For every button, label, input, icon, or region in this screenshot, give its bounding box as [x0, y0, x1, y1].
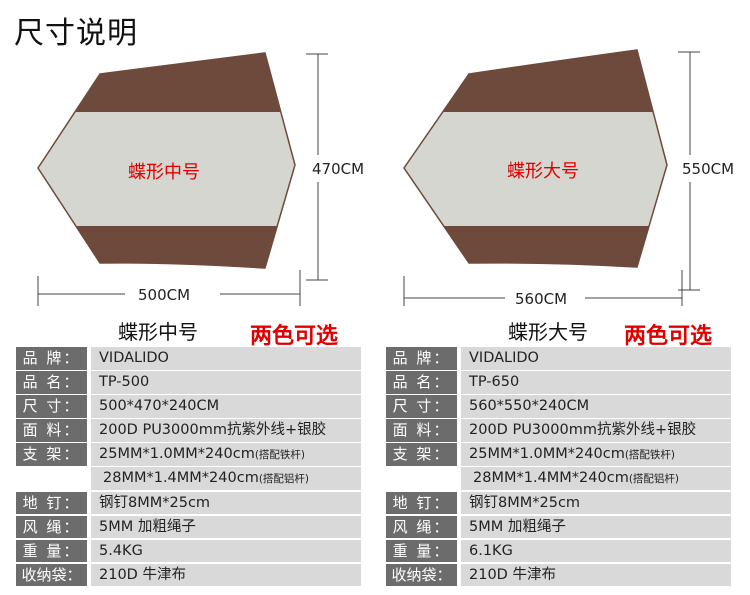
spec-label: 风 绳：	[386, 515, 457, 539]
spec-row-model: 品 名：TP-500	[16, 371, 361, 394]
spec-label: 地 钉：	[386, 491, 457, 515]
spec-label: 尺 寸：	[16, 395, 87, 418]
spec-row-rope: 风 绳：5MM 加粗绳子	[386, 515, 731, 539]
spec-row-fabric: 面 料：200D PU3000mm抗紫外线+银胶	[386, 419, 731, 442]
tarp-large-caption: 蝶形大号	[508, 320, 588, 344]
tarp-medium-inner-label: 蝶形中号	[128, 162, 200, 183]
spec-value: TP-500	[91, 371, 361, 394]
spec-value: 5MM 加粗绳子	[91, 515, 361, 539]
spec-value: VIDALIDO	[91, 347, 361, 370]
spec-row-pole-2: 28MM*1.4MM*240cm(搭配铝杆)	[386, 467, 731, 490]
spec-label: 品 牌：	[16, 347, 87, 370]
spec-value: 钢钉8MM*25cm	[461, 491, 731, 515]
spec-note: (搭配铁杆)	[624, 449, 676, 462]
spec-label: 支 架：	[16, 443, 87, 466]
spec-row-bag: 收纳袋：210D 牛津布	[16, 563, 361, 587]
spec-label: 尺 寸：	[386, 395, 457, 418]
tarp-large-width: 560CM	[515, 290, 568, 308]
spec-value: 210D 牛津布	[91, 563, 361, 587]
spec-row-rope: 风 绳：5MM 加粗绳子	[16, 515, 361, 539]
page-title: 尺寸说明	[14, 16, 138, 51]
spec-row-pole-2: 28MM*1.4MM*240cm(搭配铝杆)	[16, 467, 361, 490]
spec-label: 重 量：	[16, 539, 87, 563]
tarp-medium-colors-note: 两色可选	[250, 324, 339, 349]
spec-row-bag: 收纳袋：210D 牛津布	[386, 563, 731, 587]
spec-row-brand: 品 牌：VIDALIDO	[16, 347, 361, 370]
spec-label: 支 架：	[386, 443, 457, 466]
tarp-medium-dimensions	[37, 53, 328, 306]
spec-row-peg: 地 钉：钢钉8MM*25cm	[386, 491, 731, 515]
spec-value: 5.4KG	[91, 539, 361, 563]
spec-value: 200D PU3000mm抗紫外线+银胶	[91, 419, 361, 442]
spec-value: 560*550*240CM	[461, 395, 731, 418]
spec-label: 面 料：	[386, 419, 457, 442]
spec-label: 风 绳：	[16, 515, 87, 539]
spec-value: 5MM 加粗绳子	[461, 515, 731, 539]
spec-value: 钢钉8MM*25cm	[91, 491, 361, 515]
spec-value: TP-650	[461, 371, 731, 394]
spec-note: (搭配铝杆)	[628, 473, 680, 486]
tarp-medium-height: 470CM	[312, 160, 365, 178]
tarp-large-colors-note: 两色可选	[624, 324, 713, 349]
spec-row-fabric: 面 料：200D PU3000mm抗紫外线+银胶	[16, 419, 361, 442]
spec-row-size: 尺 寸：500*470*240CM	[16, 395, 361, 418]
spec-value: 28MM*1.4MM*240cm	[103, 470, 259, 487]
spec-table-medium: 品 牌：VIDALIDO 品 名：TP-500 尺 寸：500*470*240C…	[16, 347, 361, 588]
spec-label: 地 钉：	[16, 491, 87, 515]
spec-value: 210D 牛津布	[461, 563, 731, 587]
spec-row-pole: 支 架： 25MM*1.0MM*240cm(搭配铁杆)	[16, 443, 361, 466]
spec-value: 28MM*1.4MM*240cm	[473, 470, 629, 487]
spec-row-brand: 品 牌：VIDALIDO	[386, 347, 731, 370]
spec-value: 25MM*1.0MM*240cm	[99, 446, 255, 463]
spec-label: 品 名：	[386, 371, 457, 394]
spec-note: (搭配铁杆)	[254, 449, 306, 462]
spec-label: 品 牌：	[386, 347, 457, 370]
spec-value: 25MM*1.0MM*240cm	[469, 446, 625, 463]
spec-label: 收纳袋：	[386, 563, 457, 587]
tarp-large-height: 550CM	[682, 160, 735, 178]
spec-row-peg: 地 钉：钢钉8MM*25cm	[16, 491, 361, 515]
tarp-large-inner-label: 蝶形大号	[507, 161, 579, 182]
spec-value: VIDALIDO	[461, 347, 731, 370]
tarp-medium-caption: 蝶形中号	[118, 320, 198, 344]
spec-table-large: 品 牌：VIDALIDO 品 名：TP-650 尺 寸：560*550*240C…	[386, 347, 731, 588]
spec-label: 收纳袋：	[16, 563, 87, 587]
spec-row-weight: 重 量：6.1KG	[386, 539, 731, 563]
spec-label: 品 名：	[16, 371, 87, 394]
spec-value: 6.1KG	[461, 539, 731, 563]
tarp-medium-width: 500CM	[138, 286, 191, 304]
spec-label: 重 量：	[386, 539, 457, 563]
spec-value: 200D PU3000mm抗紫外线+银胶	[461, 419, 731, 442]
spec-row-size: 尺 寸：560*550*240CM	[386, 395, 731, 418]
spec-label: 面 料：	[16, 419, 87, 442]
spec-value: 500*470*240CM	[91, 395, 361, 418]
tarp-large-dimensions	[403, 51, 700, 306]
spec-note: (搭配铝杆)	[258, 473, 310, 486]
spec-row-weight: 重 量：5.4KG	[16, 539, 361, 563]
spec-row-model: 品 名：TP-650	[386, 371, 731, 394]
tarp-diagrams	[37, 49, 700, 306]
spec-row-pole: 支 架： 25MM*1.0MM*240cm(搭配铁杆)	[386, 443, 731, 466]
